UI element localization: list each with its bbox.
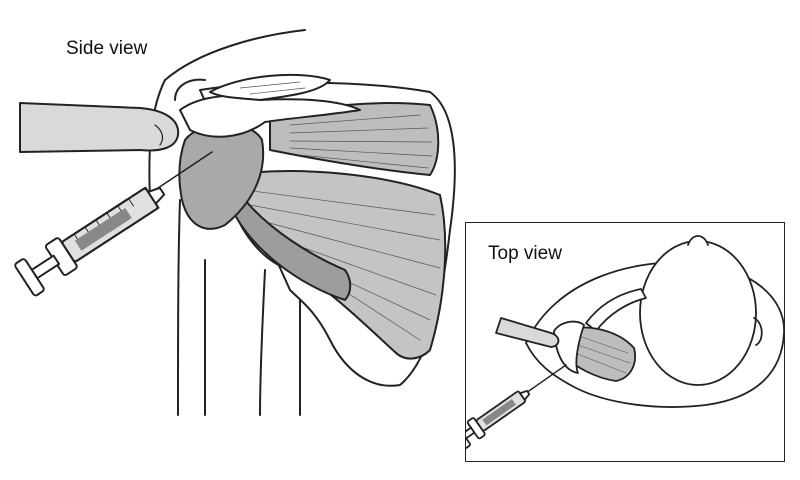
head	[639, 240, 757, 386]
clavicle	[209, 73, 331, 101]
ear	[753, 317, 763, 346]
top-view-illustration	[466, 235, 785, 449]
top-syringe	[466, 389, 531, 449]
top-view-inset: Top view	[465, 222, 785, 462]
side-view-label: Side view	[66, 38, 148, 59]
arm-outline	[177, 199, 302, 416]
nose	[687, 235, 709, 246]
top-clavicle	[585, 288, 647, 332]
palpating-finger	[19, 102, 180, 153]
teres-muscle	[229, 199, 352, 301]
needle	[154, 151, 213, 191]
top-view-label: Top view	[488, 243, 562, 264]
top-needle	[525, 364, 567, 394]
top-finger	[495, 317, 560, 348]
top-acromion	[553, 320, 585, 374]
shoulder-contour	[174, 78, 206, 101]
side-syringe	[14, 186, 166, 297]
